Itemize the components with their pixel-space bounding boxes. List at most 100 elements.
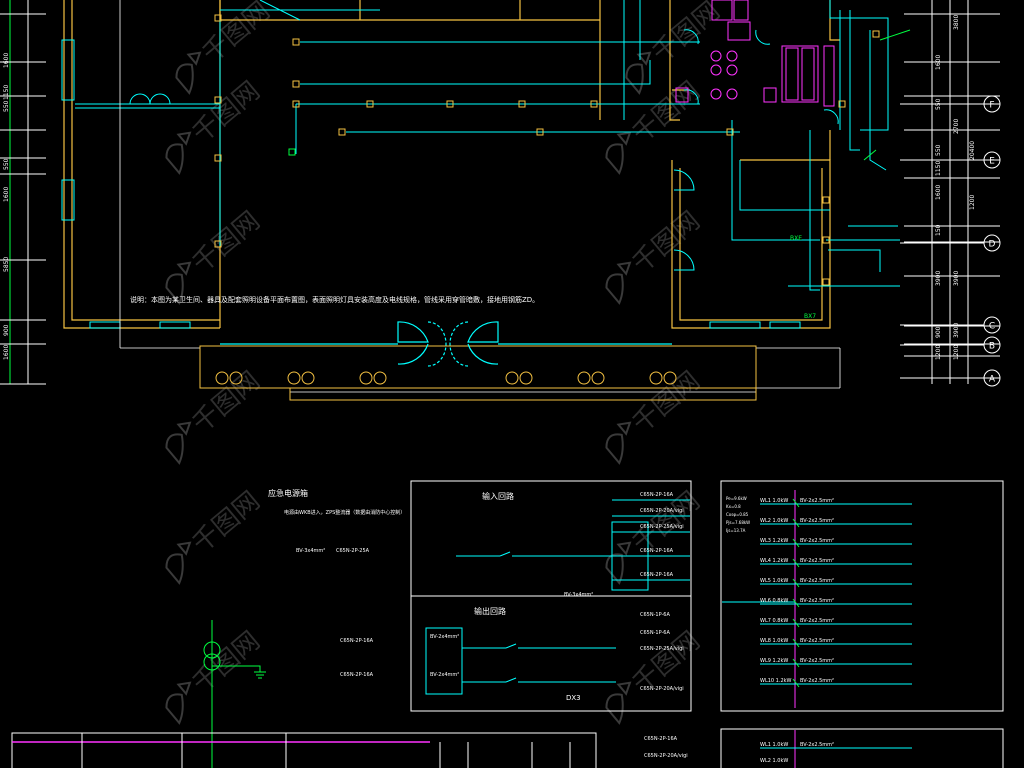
watermark-logo: 千图网 xyxy=(165,366,266,465)
output-row-label: C65N-1P-6A xyxy=(640,630,670,636)
emergency-title: 应急电源箱 xyxy=(268,488,308,498)
watermark-text: 千图网 xyxy=(627,76,706,149)
right-dim-label: 1200 xyxy=(953,345,960,360)
right-dim-label: 3900 xyxy=(935,271,942,286)
circuit-cable: BV-2x2.5mm² xyxy=(800,638,834,644)
watermark-logo: 千图网 xyxy=(605,206,706,305)
output-row-label: C65N-2P-25A/vigi xyxy=(640,646,684,652)
plan-switches xyxy=(214,14,911,286)
axis-bubble xyxy=(983,95,1001,113)
right-dim-label: 150 xyxy=(935,224,942,236)
bottom-circuit: WL1 1.0kW xyxy=(760,742,788,748)
plan-tag-bx7: BX7 xyxy=(804,313,816,320)
axis-bubble xyxy=(983,369,1001,387)
output-inner-2: BV-2x4mm² xyxy=(430,672,459,678)
circuit-id: WL4 1.2kW xyxy=(760,558,788,564)
output-wiring xyxy=(425,627,616,695)
entrance-doors xyxy=(220,321,672,367)
circuit-cable: BV-2x2.5mm² xyxy=(800,678,834,684)
axis-bubble xyxy=(983,234,1001,252)
input-row-label: C65N-2P-16A xyxy=(640,548,674,554)
input-output-cable: BV-3x4mm² xyxy=(564,592,593,598)
axis-label: E xyxy=(989,157,995,167)
emergency-box-section: 应急电源箱 电源由WKB进入，ZPS整流器（数据由消防中心控制） BV-3x4m… xyxy=(203,480,692,768)
watermark-text: 千图网 xyxy=(187,486,266,559)
circuit-cable: BV-2x2.5mm² xyxy=(800,578,834,584)
input-loop-title: 输入回路 xyxy=(482,491,514,501)
left-dim-label: 1600 xyxy=(3,187,10,202)
left-dim-label: 1600 xyxy=(3,53,10,68)
watermark-text: 千图网 xyxy=(627,366,706,439)
right-head-label: Pe=9.6kW xyxy=(726,496,747,501)
bottom-mid-1: C65N-2P-16A xyxy=(644,736,678,742)
circuit-cable: BV-2x2.5mm² xyxy=(800,498,834,504)
emergency-subtitle: 电源由WKB进入，ZPS整流器（数据由消防中心控制） xyxy=(284,509,405,516)
watermark-logo: 千图网 xyxy=(165,206,266,305)
right-head-label: Pjs=7.68kW xyxy=(726,520,750,525)
circuit-cable: BV-2x2.5mm² xyxy=(800,538,834,544)
circuit-id: WL1 1.0kW xyxy=(760,498,788,504)
left-dim-label: 900 xyxy=(3,324,10,336)
right-dim-label: 2700 xyxy=(953,119,960,134)
right-dim-label: 900 xyxy=(935,326,942,338)
input-row-label: C65N-2P-25A/vigi xyxy=(640,524,684,530)
watermark-logo: 千图网 xyxy=(605,366,706,465)
circuit-id: WL2 1.0kW xyxy=(760,518,788,524)
bottom-circuit: WL2 1.0kW xyxy=(760,758,788,764)
circuit-cable: BV-2x2.5mm² xyxy=(800,658,834,664)
watermark-logo: 千图网 xyxy=(625,0,726,95)
right-dimension-area: 3800160055027005501150160015039009001200… xyxy=(900,0,1001,387)
input-row-label: C65N-2P-16A xyxy=(640,572,674,578)
watermark-logo: 千图网 xyxy=(175,0,276,95)
right-dim-label: 1150 xyxy=(935,161,942,176)
input-row-label: C65N-2P-16A xyxy=(640,492,674,498)
right-head-label: Kx=0.8 xyxy=(726,504,741,509)
plan-terrace xyxy=(199,345,757,401)
right-dim-label: 1200 xyxy=(935,345,942,360)
bottom-cable: BV-2x2.5mm² xyxy=(800,742,834,748)
output-row-label: C65N-2P-20A/vigi xyxy=(640,686,684,692)
bottom-mid-2: C65N-2P-20A/vigi xyxy=(644,753,688,759)
output-loop-title: 输出回路 xyxy=(474,606,506,616)
watermark-text: 千图网 xyxy=(187,206,266,279)
plan-note: 说明：本图为某卫生间、器具及配套照明设备平面布置图，表面照明灯具安装高度及电线规… xyxy=(130,295,539,304)
watermark-text: 千图网 xyxy=(647,0,726,69)
emergency-breaker: C65N-2P-25A xyxy=(336,548,370,554)
axis-bubble xyxy=(983,316,1001,334)
right-dim-label: 3900 xyxy=(953,271,960,286)
output-row-label: C65N-1P-6A xyxy=(640,612,670,618)
left-dim-label: 1150 xyxy=(3,85,10,100)
axis-bubble xyxy=(983,151,1001,169)
bottom-table: C65N-2P-16A C65N-2P-20A/vigi xyxy=(11,732,688,768)
emergency-cable: BV-3x4mm² xyxy=(296,548,325,554)
input-row-label: C65N-2P-20A/vigi xyxy=(640,508,684,514)
circuit-cable: BV-2x2.5mm² xyxy=(800,618,834,624)
left-dim-label: 550 xyxy=(3,100,10,112)
right-dim-label: 3800 xyxy=(953,15,960,30)
right-head-label: Ijs=13.7A xyxy=(726,528,746,533)
circuit-cable: BV-2x2.5mm² xyxy=(800,518,834,524)
output-inner-1: BV-2x4mm² xyxy=(430,634,459,640)
plan-wiring xyxy=(219,0,900,291)
plan-tag-bxe: BXE xyxy=(790,235,802,242)
axis-label: A xyxy=(989,375,996,385)
axis-label: B xyxy=(989,342,995,352)
watermark-text: 千图网 xyxy=(187,626,266,699)
circuit-id: WL10 1.2kW xyxy=(760,678,792,684)
axis-label: C xyxy=(989,322,995,332)
circuit-id: WL3 1.2kW xyxy=(760,538,788,544)
circuit-cable: BV-2x2.5mm² xyxy=(800,598,834,604)
out-left-2: C65N-2P-16A xyxy=(340,672,374,678)
watermark-logo: 千图网 xyxy=(165,626,266,725)
circuit-id: WL6 0.8kW xyxy=(760,598,788,604)
watermark-logo: 千图网 xyxy=(165,486,266,585)
watermark-text: 千图网 xyxy=(187,366,266,439)
circuit-cable: BV-2x2.5mm² xyxy=(800,558,834,564)
plan-walls xyxy=(63,0,840,329)
circuit-id: WL8 1.0kW xyxy=(760,638,788,644)
plumbing-fixtures xyxy=(675,0,835,107)
watermark-logo: 千图网 xyxy=(165,76,266,175)
circuit-id: WL5 1.0kW xyxy=(760,578,788,584)
right-head-label: Cosφ=0.85 xyxy=(726,512,749,517)
